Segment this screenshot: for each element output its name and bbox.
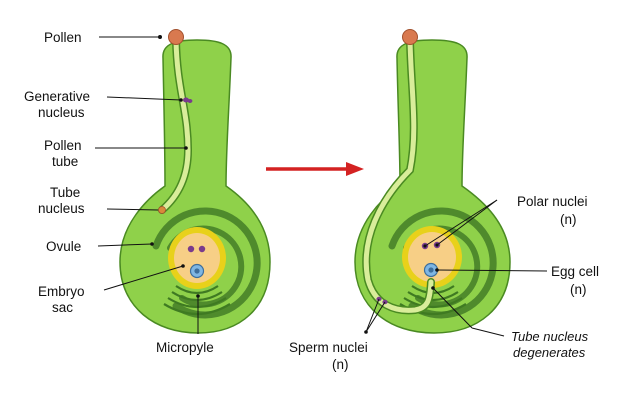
right-outer-integument bbox=[388, 207, 497, 319]
left-generative-nucleus bbox=[183, 97, 189, 103]
label-egg-cell: (n) bbox=[570, 282, 587, 297]
label-pollen-tube: Pollen bbox=[44, 138, 82, 153]
left-outer-integument bbox=[152, 207, 261, 319]
label-tube-nucleus-degenerates: Tube nucleus bbox=[511, 329, 589, 344]
label-polar-nuclei: Polar nuclei bbox=[517, 194, 588, 209]
right-ovule-diagram: Polar nuclei (n) Egg cell (n) Sperm nucl… bbox=[289, 29, 599, 372]
label-sperm-nuclei: Sperm nuclei bbox=[289, 340, 368, 355]
left-leader-lines bbox=[95, 36, 199, 334]
label-egg-cell: Egg cell bbox=[551, 264, 599, 279]
label-tube-nucleus: Tube bbox=[50, 185, 80, 200]
left-egg-nucleus bbox=[194, 268, 200, 274]
right-leader-lines bbox=[365, 199, 548, 337]
left-tube-nucleus bbox=[158, 206, 166, 214]
right-pollen-grain bbox=[402, 29, 418, 45]
left-polar-nucleus bbox=[187, 245, 195, 253]
left-pollen-grain bbox=[168, 29, 184, 45]
label-micropyle: Micropyle bbox=[156, 340, 214, 355]
label-generative-nucleus: Generative bbox=[24, 89, 90, 104]
label-generative-nucleus: nucleus bbox=[38, 105, 85, 120]
left-polar-nucleus bbox=[198, 245, 206, 253]
right-embryo-sac bbox=[408, 232, 456, 282]
label-sperm-nuclei: (n) bbox=[332, 357, 349, 372]
label-tube-nucleus-degenerates: degenerates bbox=[513, 345, 586, 360]
right-egg-nucleus bbox=[428, 267, 434, 273]
left-ovule-diagram: Pollen Generative nucleus Pollen tube Tu… bbox=[24, 29, 271, 355]
left-pistil-body bbox=[119, 39, 271, 334]
label-pollen: Pollen bbox=[44, 30, 82, 45]
label-ovule: Ovule bbox=[46, 239, 81, 254]
label-embryo-sac: Embryo bbox=[38, 284, 85, 299]
left-micropyle-lines bbox=[163, 285, 231, 315]
label-embryo-sac: sac bbox=[52, 300, 73, 315]
right-arrow-icon bbox=[266, 162, 364, 176]
left-embryo-sac bbox=[174, 233, 220, 283]
label-polar-nuclei: (n) bbox=[560, 212, 577, 227]
label-tube-nucleus: nucleus bbox=[38, 201, 85, 216]
label-pollen-tube: tube bbox=[52, 154, 78, 169]
